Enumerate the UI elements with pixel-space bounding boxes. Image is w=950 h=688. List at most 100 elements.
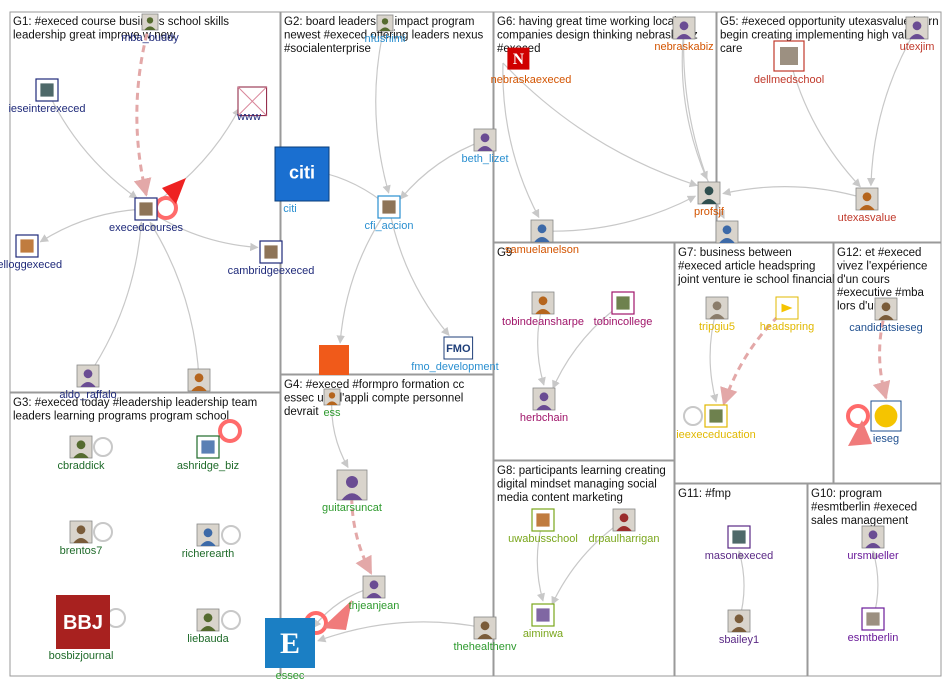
avatar-icon <box>612 508 636 532</box>
node-accion[interactable] <box>319 345 349 375</box>
node-ieseinterexeced[interactable]: ieseinterexeced <box>8 78 86 115</box>
panel-g6 <box>493 11 717 243</box>
node-candidatsieseg[interactable]: candidatsieseg <box>849 297 923 334</box>
avatar-icon <box>861 525 885 549</box>
node-ashridge_biz[interactable]: ashridge_biz <box>177 435 239 472</box>
node-samuelanelson[interactable]: samuelanelson <box>505 219 579 256</box>
node-aiminwa[interactable]: aiminwa <box>523 603 564 640</box>
node-utexjim[interactable]: utexjim <box>900 16 935 53</box>
node-dellmedschool[interactable]: dellmedschool <box>754 40 824 86</box>
node-label-sbailey1: sbailey1 <box>719 634 759 646</box>
node-esmtberlin[interactable]: esmtberlin <box>848 607 899 644</box>
edge-execedcourses-kelloggexeced <box>39 208 147 243</box>
node-www[interactable]: www <box>236 86 268 123</box>
node-label-herbchain: herbchain <box>520 412 568 424</box>
node-herbchain[interactable]: herbchain <box>520 387 568 424</box>
node-g6_lower[interactable] <box>715 220 739 244</box>
avatar-icon <box>874 297 898 321</box>
edge-nebraskaexeced-samuelanelson <box>502 62 540 219</box>
node-ieseg[interactable]: ieseg <box>870 400 902 445</box>
edge-execedcourses-www <box>145 107 241 210</box>
svg-text:BBJ: BBJ <box>63 612 103 634</box>
bbj-logo-icon: BBJ <box>56 595 110 649</box>
node-cambridgeexeced[interactable]: cambridgeexeced <box>228 240 315 277</box>
node-label-cbraddick: cbraddick <box>57 460 105 472</box>
node-ursmueller[interactable]: ursmueller <box>847 525 899 562</box>
logo-icon <box>861 607 885 631</box>
node-mba_buddy[interactable]: mba_buddy <box>121 13 179 44</box>
node-label-masonexeced: masonexeced <box>705 550 774 562</box>
node-label-liebauda: liebauda <box>187 633 229 645</box>
node-nebraskabiz[interactable]: nebraskabiz <box>654 16 714 53</box>
node-label-esmtberlin: esmtberlin <box>848 632 899 644</box>
node-uwabusschool[interactable]: uwabusschool <box>508 508 578 545</box>
node-thehealthenv[interactable]: thehealthenv <box>454 616 517 653</box>
node-drpaulharrigan[interactable]: drpaulharrigan <box>589 508 660 545</box>
node-thjeanjean[interactable]: thjeanjean <box>349 575 400 612</box>
panel-title-g12: lors d'une <box>837 301 887 313</box>
group-panels: G1: #execed course business school skill… <box>9 11 942 677</box>
edge-cfi_accion-fmo_development <box>388 206 450 336</box>
node-tobincollege[interactable]: tobincollege <box>594 291 653 328</box>
self-loop-richerearth <box>221 525 241 545</box>
panel-g8 <box>493 460 675 677</box>
node-liebauda[interactable]: liebauda <box>187 608 230 645</box>
nebraska-logo-icon: N <box>507 47 530 70</box>
panel-title-g6: companies design thinking nebraskabiz <box>497 29 698 41</box>
node-label-utexasvalue: utexasvalue <box>838 212 897 224</box>
node-label-nebraskabiz: nebraskabiz <box>654 41 713 53</box>
node-label-tobindeansharpe: tobindeansharpe <box>502 316 584 328</box>
node-ieexeceducation[interactable]: ieexeceducation <box>676 404 756 441</box>
avatar-icon <box>715 220 739 244</box>
arrowhead-ieseg <box>848 420 872 446</box>
node-profsjf[interactable]: profsjf <box>694 181 725 218</box>
panel-title-g2: #socialenterprise <box>284 43 371 55</box>
node-headspring[interactable]: headspring <box>760 296 814 333</box>
self-loop-ashridge_biz <box>218 419 242 443</box>
edge-cfi_accion-accion <box>336 206 390 344</box>
node-label-essec: essec <box>276 670 305 682</box>
node-g1_bottom_right[interactable] <box>187 368 211 392</box>
node-aldo_raffalo[interactable]: aldo_raffalo <box>59 364 117 401</box>
logo-icon <box>611 291 635 315</box>
node-label-kelloggexeced: kelloggexeced <box>0 259 62 271</box>
node-nfushimi[interactable]: nfushimi <box>365 14 406 45</box>
panel-g3 <box>9 392 281 677</box>
node-label-candidatsieseg: candidatsieseg <box>849 322 922 334</box>
node-tripgiu5[interactable]: tripgiu5 <box>699 296 735 333</box>
edge-utexasvalue-profsjf <box>722 186 868 200</box>
node-sbailey1[interactable]: sbailey1 <box>719 609 759 646</box>
edge-nebraskabiz-profsjf <box>681 27 708 180</box>
self-loop-execedcourses <box>154 196 178 220</box>
avatar-icon <box>531 291 555 315</box>
panel-g10 <box>807 483 942 677</box>
panel-title-g9: G9 <box>497 247 512 259</box>
panel-title-g5: care <box>720 43 742 55</box>
node-label-richerearth: richerearth <box>182 548 235 560</box>
node-cbraddick[interactable]: cbraddick <box>57 435 105 472</box>
node-masonexeced[interactable]: masonexeced <box>705 525 774 562</box>
avatar-icon <box>376 14 394 32</box>
node-label-ieseg: ieseg <box>873 433 899 445</box>
node-execedcourses[interactable]: execedcourses <box>109 197 183 234</box>
edge-g1_bottom_right-execedcourses <box>149 221 200 381</box>
node-kelloggexeced[interactable]: kelloggexeced <box>0 234 62 271</box>
node-richerearth[interactable]: richerearth <box>182 523 235 560</box>
node-beth_lizet[interactable]: beth_lizet <box>461 128 509 165</box>
node-utexasvalue[interactable]: utexasvalue <box>838 187 897 224</box>
edge-dellmedschool-utexasvalue <box>788 55 861 188</box>
node-label-thehealthenv: thehealthenv <box>454 641 517 653</box>
logo-icon <box>773 40 805 72</box>
ieseg-logo-icon <box>870 400 902 432</box>
node-guitarsuncat[interactable]: guitarsuncat <box>322 469 382 514</box>
node-tobindeansharpe[interactable]: tobindeansharpe <box>502 291 584 328</box>
node-ess[interactable]: ess <box>323 388 341 419</box>
node-label-guitarsuncat: guitarsuncat <box>322 502 382 514</box>
node-brentos7[interactable]: brentos7 <box>60 520 103 557</box>
node-cfi_accion[interactable]: cfi_accion <box>365 195 414 232</box>
